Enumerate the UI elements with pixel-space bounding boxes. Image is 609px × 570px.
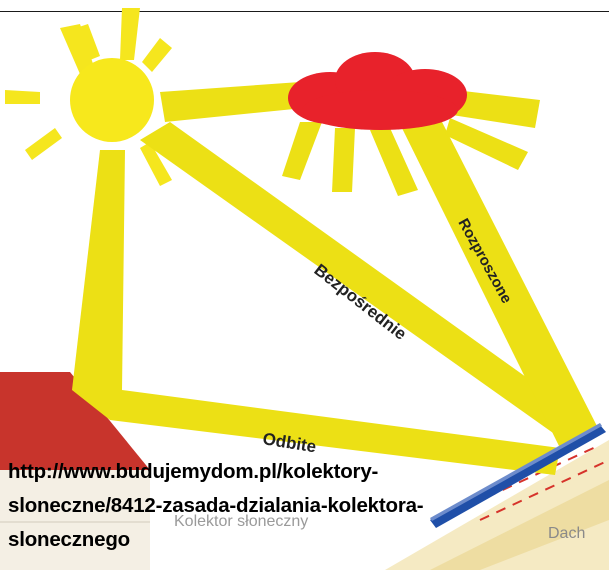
top-divider [0,11,609,12]
sun-rays [5,8,172,186]
house-wall [0,470,150,570]
source-url-line-1: http://www.budujemydom.pl/kolektory- [8,460,379,483]
label-collector: Kolektor słoneczny [174,513,308,530]
source-url: http://www.budujemydom.pl/kolektory- slo… [8,455,598,557]
cloud [288,52,467,130]
source-url-line-3: slonecznego [8,528,130,551]
label-roof: Dach [548,525,585,542]
house-roof [0,372,150,470]
radiation-beams [72,82,600,475]
sun [70,58,154,142]
solar-collector [430,425,606,528]
source-url-line-2: sloneczne/8412-zasada-dzialania-kolektor… [8,494,424,517]
